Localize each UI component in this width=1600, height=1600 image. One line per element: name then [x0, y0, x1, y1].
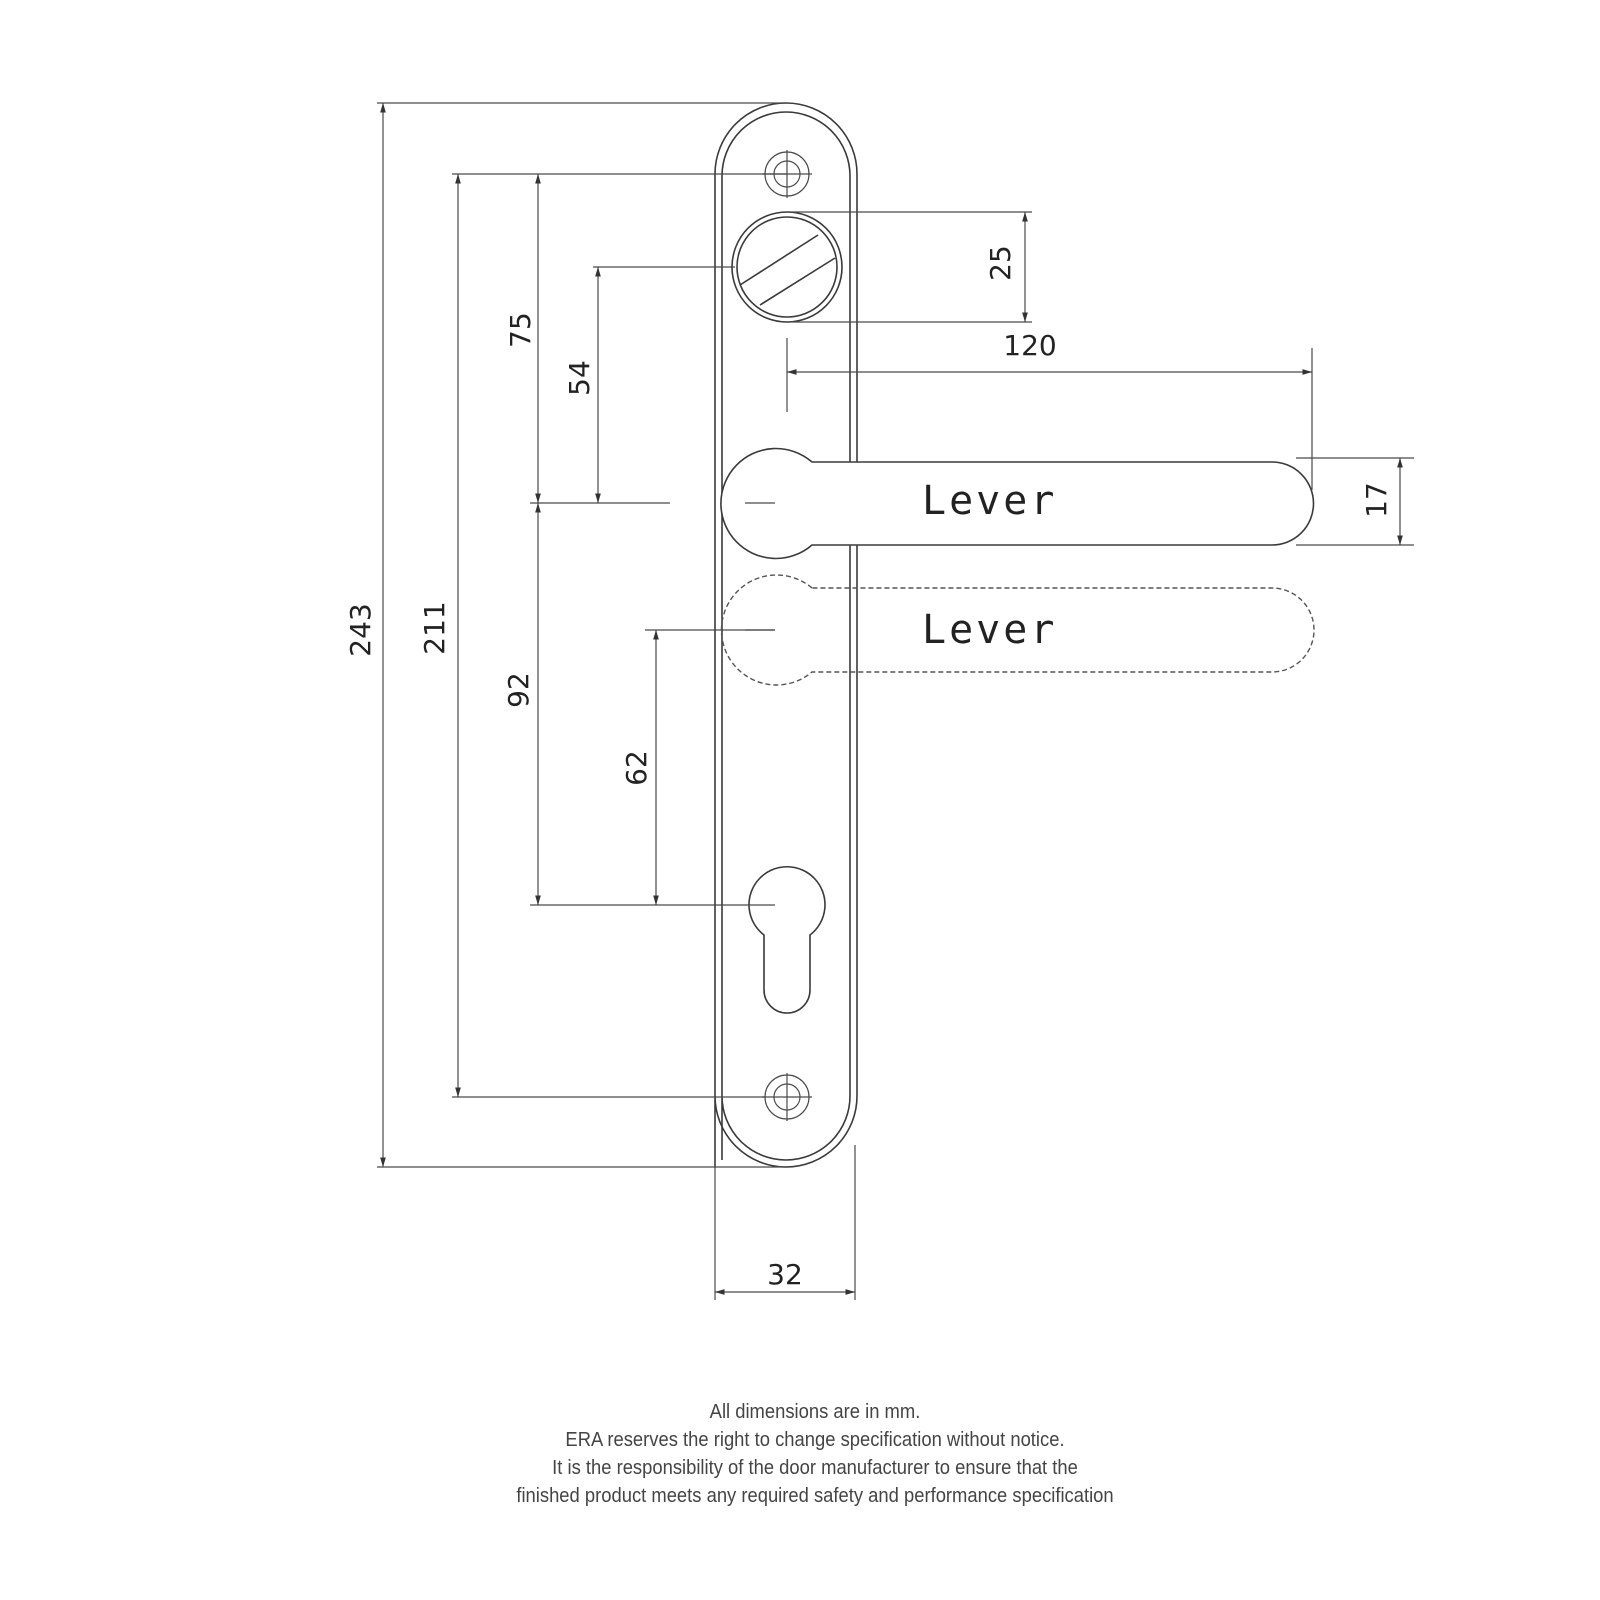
- dim-top-fix-to-lever: 75: [504, 312, 537, 348]
- lever-label: Lever: [922, 607, 1057, 653]
- screw-bottom-icon: [762, 1073, 812, 1121]
- dimension-lines: [377, 102, 1414, 1300]
- dim-lever-to-cylinder: 92: [502, 672, 535, 708]
- cylinder-keyhole: [748, 866, 826, 1014]
- dim-thumbturn-diameter: 25: [984, 245, 1017, 281]
- dim-fixing-centres: 211: [418, 601, 451, 654]
- backplate: [714, 102, 858, 1168]
- note-line: All dimensions are in mm.: [709, 1401, 921, 1423]
- note-line: ERA reserves the right to change specifi…: [565, 1429, 1065, 1451]
- dim-lever-length: 120: [1003, 329, 1056, 362]
- lever-label: Lever: [922, 478, 1057, 524]
- note-line: It is the responsibility of the door man…: [552, 1457, 1078, 1479]
- thumbturn: [731, 211, 843, 323]
- lever-top: Lever: [720, 447, 1315, 560]
- dim-overall-height: 243: [344, 603, 377, 656]
- dim-thumbturn-to-lever: 54: [563, 360, 596, 396]
- note-line: finished product meets any required safe…: [516, 1485, 1114, 1507]
- disclaimer-notes: All dimensions are in mm. ERA reserves t…: [0, 1398, 1600, 1510]
- dim-lever-width: 17: [1360, 482, 1393, 518]
- lever-alternative: Lever: [720, 574, 1315, 686]
- dim-plate-width: 32: [767, 1258, 803, 1291]
- dim-lever-to-cylinder-alt: 62: [620, 750, 653, 786]
